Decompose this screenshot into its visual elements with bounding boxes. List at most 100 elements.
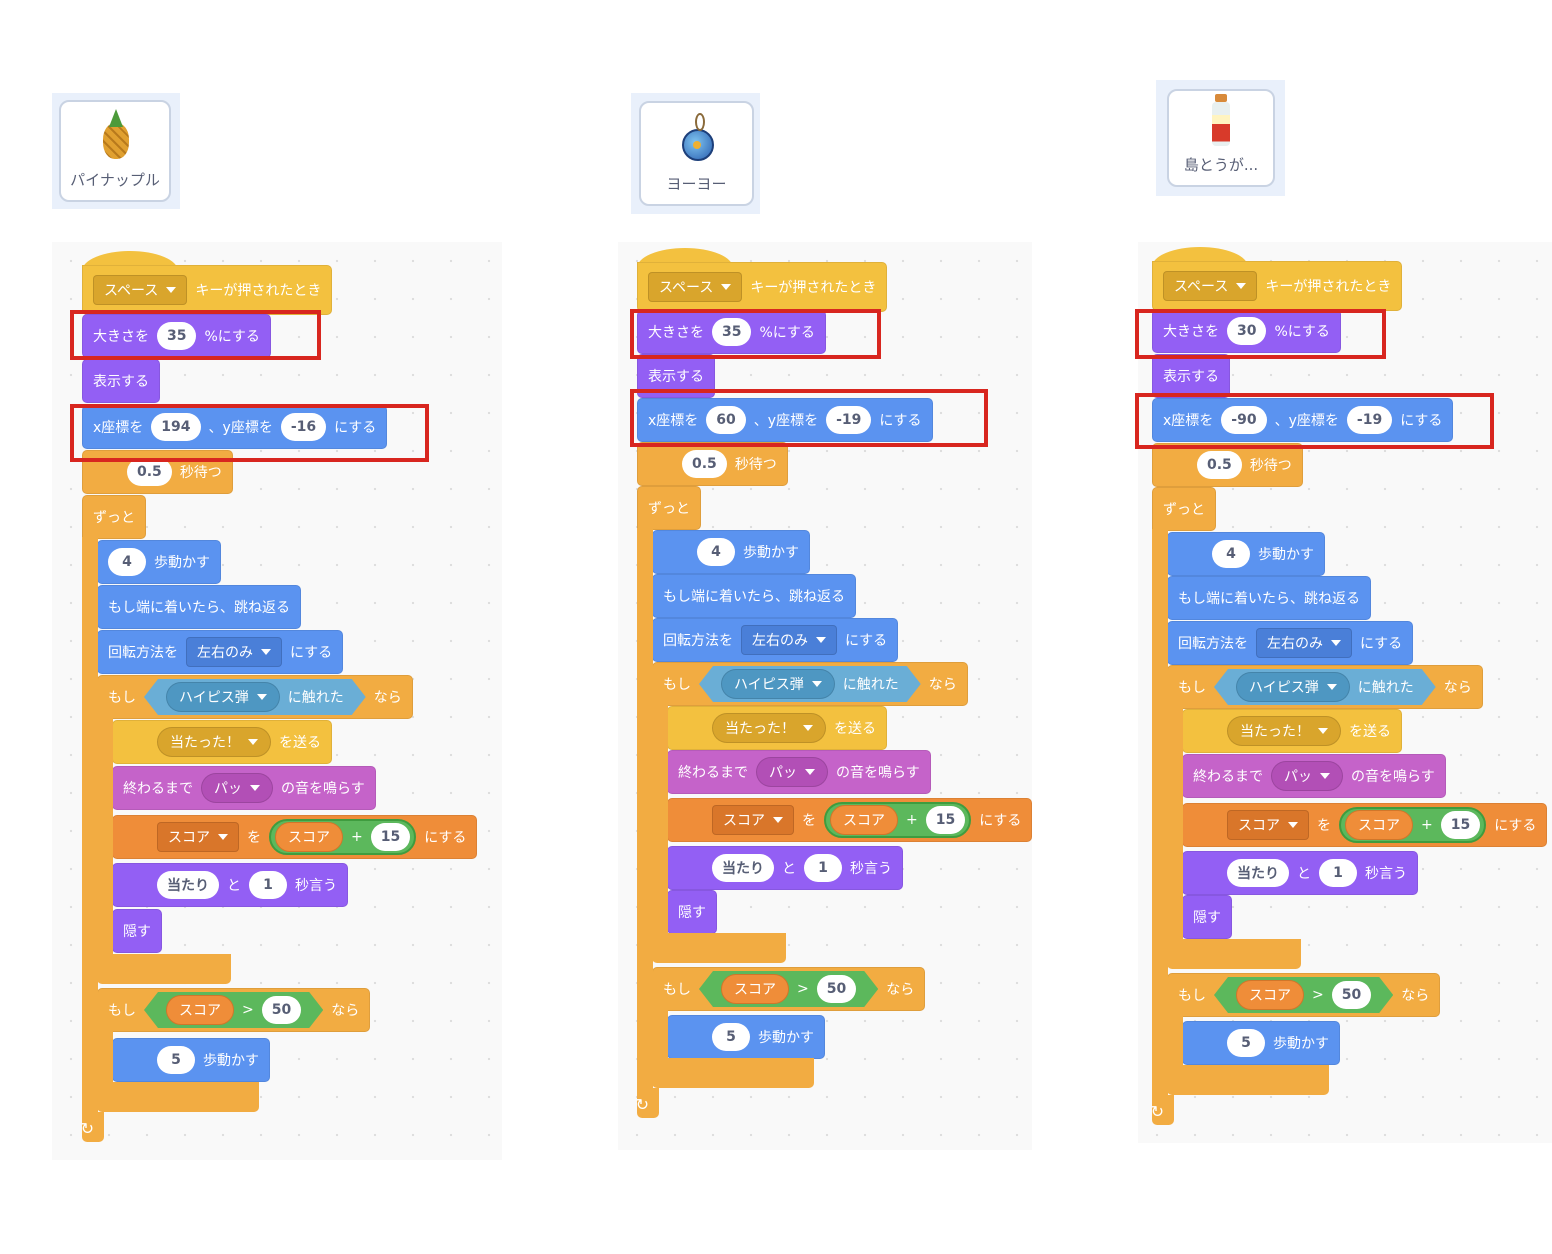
control-block[interactable]: もしハイピス弾に触れたなら [1167,665,1483,709]
dropdown[interactable]: スコア [157,822,239,852]
variable-reporter[interactable]: スコア [721,974,789,1004]
dropdown[interactable]: 左右のみ [1256,628,1352,658]
motion-block[interactable]: 回転方法を左右のみにする [1167,621,1414,665]
dropdown[interactable]: スコア [1227,810,1309,840]
number-input[interactable]: 5 [712,1023,750,1051]
sprite-card[interactable]: 島とうが... [1167,89,1275,187]
variable-reporter[interactable]: スコア [1345,810,1413,840]
number-input[interactable]: 4 [1212,540,1250,568]
sprite-card[interactable]: ヨーヨー [639,101,754,206]
number-input[interactable]: 4 [697,538,735,566]
sound-block[interactable]: 終わるまでパッの音を鳴らす [667,750,931,794]
dropdown[interactable]: スペース [1163,271,1258,301]
dropdown[interactable]: ハイピス弾 [1236,672,1350,702]
motion-block[interactable]: もし端に着いたら、跳ね返る [1167,576,1371,620]
variable-reporter[interactable]: スコア [830,805,898,835]
number-input[interactable]: -19 [1346,406,1393,434]
looks-block[interactable]: 隠す [112,909,162,953]
number-input[interactable]: 60 [706,406,746,434]
number-input[interactable]: 35 [712,318,752,346]
sprite-card[interactable]: パイナップル [59,100,171,202]
dropdown[interactable]: 左右のみ [741,625,837,655]
hat-events-block[interactable]: スペースキーが押されたとき [82,265,333,315]
dropdown[interactable]: パッ [1271,761,1343,791]
dropdown[interactable]: 当たった！ [1227,716,1341,746]
looks-block[interactable]: 表示する [82,359,160,403]
variable-reporter[interactable]: スコア [166,995,234,1025]
dropdown[interactable]: スペース [93,275,188,305]
dropdown[interactable]: スコア [712,805,794,835]
sensing-condition[interactable]: ハイピス弾に触れた [1214,669,1436,705]
motion-block[interactable]: 回転方法を左右のみにする [652,618,899,662]
number-input[interactable]: 50 [817,975,856,1003]
sensing-condition[interactable]: ハイピス弾に触れた [699,666,921,702]
dropdown[interactable]: 左右のみ [186,637,282,667]
events-block[interactable]: 当たった！を送る [667,706,887,750]
control-block[interactable]: もしハイピス弾に触れたなら [652,662,968,706]
number-input[interactable]: 5 [1227,1029,1265,1057]
variable-reporter[interactable]: スコア [275,822,343,852]
hat-events-block[interactable]: スペースキーが押されたとき [1152,261,1403,311]
add-operator[interactable]: スコア+15 [269,819,417,855]
number-input[interactable]: 0.5 [1197,451,1242,479]
number-input[interactable]: -90 [1221,406,1267,434]
number-input[interactable]: 50 [262,996,301,1024]
number-input[interactable]: 50 [1332,981,1371,1009]
motion-block[interactable]: もし端に着いたら、跳ね返る [97,585,301,629]
number-input[interactable]: 194 [151,413,201,441]
control-block[interactable]: もしハイピス弾に触れたなら [97,675,413,719]
sound-block[interactable]: 終わるまでパッの音を鳴らす [112,766,376,810]
operators-condition[interactable]: スコア>50 [1214,977,1393,1013]
motion-block[interactable]: 回転方法を左右のみにする [97,630,344,674]
number-input[interactable]: -16 [280,413,327,441]
number-input[interactable]: 1 [804,854,842,882]
number-input[interactable]: 当たり [712,854,774,882]
control-block[interactable]: ずっと [637,486,701,530]
dropdown[interactable]: ハイピス弾 [166,682,280,712]
number-input[interactable]: 当たり [157,871,219,899]
looks-block[interactable]: 隠す [667,890,717,934]
hat-events-block[interactable]: スペースキーが押されたとき [637,262,888,312]
dropdown[interactable]: スペース [648,272,743,302]
number-input[interactable]: 4 [108,548,146,576]
number-input[interactable]: 15 [370,823,411,851]
sound-block[interactable]: 終わるまでパッの音を鳴らす [1182,754,1446,798]
dropdown[interactable]: 当たった！ [712,713,826,743]
operators-condition[interactable]: スコア>50 [144,992,323,1028]
control-block[interactable]: ずっと [1152,487,1216,531]
events-block[interactable]: 当たった！を送る [112,720,332,764]
events-block[interactable]: 当たった！を送る [1182,709,1402,753]
number-input[interactable]: -19 [826,406,872,434]
number-input[interactable]: 35 [157,322,197,350]
dropdown[interactable]: パッ [756,757,828,787]
dropdown[interactable]: パッ [201,773,273,803]
variable-reporter[interactable]: スコア [1236,980,1304,1010]
add-operator[interactable]: スコア+15 [824,802,972,838]
number-input[interactable]: 当たり [1227,859,1289,887]
number-input[interactable]: 1 [249,871,287,899]
sensing-condition[interactable]: ハイピス弾に触れた [144,679,366,715]
number-input[interactable]: 30 [1227,317,1267,345]
number-input[interactable]: 15 [925,806,966,834]
number-input[interactable]: 1 [1319,859,1357,887]
